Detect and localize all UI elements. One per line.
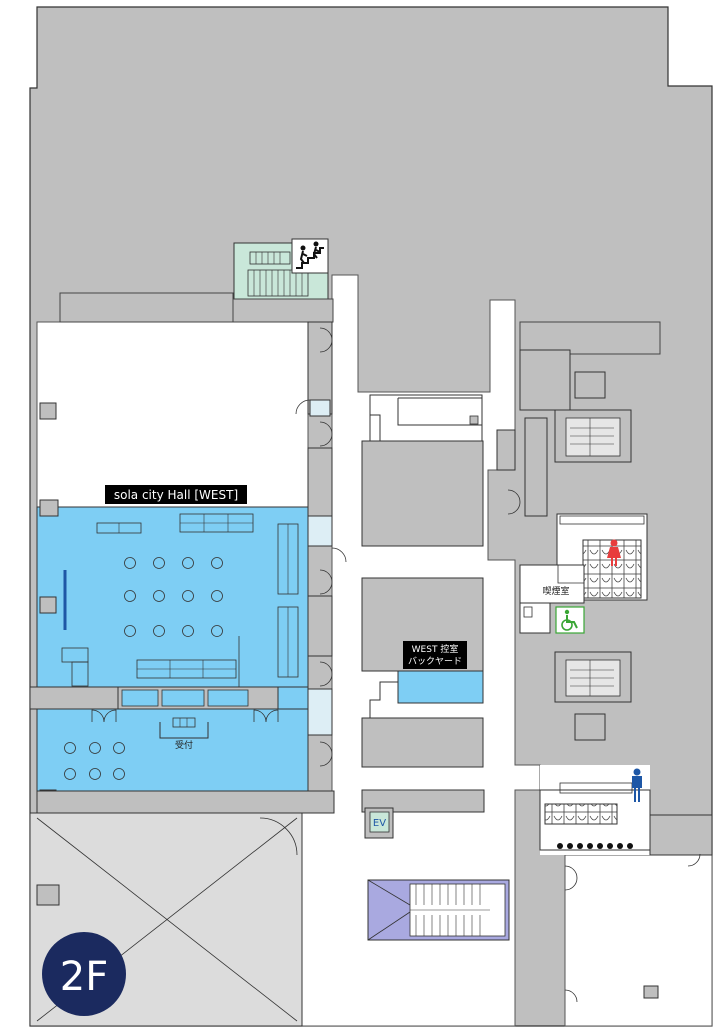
west-backyard-label-2: バックヤード [408, 656, 462, 667]
elevator-label: EV [373, 818, 386, 829]
doors-south [507, 489, 701, 1003]
upper-rooms [59, 292, 661, 355]
service-room [369, 394, 483, 442]
stairs-east-upper [554, 371, 632, 463]
womens-restroom-icon [607, 539, 621, 566]
floor-badge: 2F [42, 932, 126, 1016]
lower-right-rooms [643, 814, 713, 999]
restroom-block [519, 513, 648, 634]
wheelchair-icon [555, 606, 585, 634]
smoking-room-label: 喫煙室 [542, 585, 569, 597]
mens-restroom-icon [632, 768, 642, 802]
west-backyard: WEST 控室 バックヤード [369, 641, 484, 718]
stairs-east-lower [554, 651, 632, 741]
mens-restroom-block [539, 782, 651, 851]
hall-west [29, 402, 335, 814]
stairs-icon [291, 238, 329, 274]
floor-label: 2F [60, 954, 108, 1000]
hall-east-wall [307, 321, 333, 736]
west-backyard-label-1: WEST 控室 [412, 643, 459, 655]
hall-west-label-text: sola city Hall [WEST] [114, 488, 238, 502]
elevator: EV [364, 807, 394, 839]
reception-label: 受付 [175, 739, 193, 751]
hall-west-label: sola city Hall [WEST] [105, 485, 247, 504]
doors-east [295, 327, 347, 767]
stairs-south [367, 879, 510, 941]
